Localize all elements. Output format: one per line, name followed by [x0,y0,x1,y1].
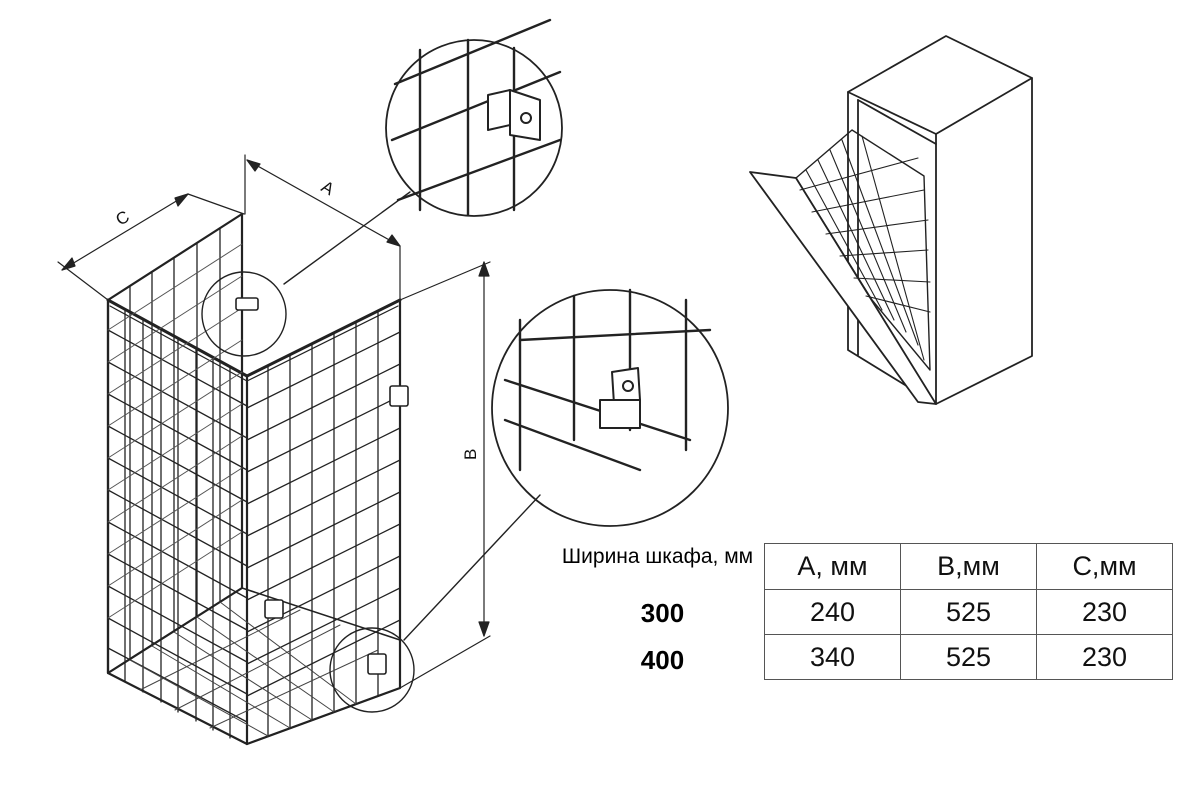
header-b: B,мм [900,543,1037,590]
dimensions-table: A, мм B,мм C,мм 240 525 230 340 525 230 [764,543,1173,680]
cell-a: 340 [764,634,901,680]
detail-circle-bottom [329,288,729,713]
row-width-400: 400 [640,645,685,675]
table-header-row: A, мм B,мм C,мм [764,543,1173,590]
cell-c: 230 [1036,634,1173,680]
dimension-lines [57,154,491,689]
row-width-300: 300 [640,598,685,628]
dimension-label-a: A [318,177,338,199]
cabinet-width-label: Ширина шкафа, мм [561,545,754,568]
table-row: 240 525 230 [764,589,1173,635]
cell-a: 240 [764,589,901,635]
cabinet-illustration [749,35,1033,405]
dimension-label-c: C [113,207,133,230]
cell-b: 525 [900,634,1037,680]
header-c: C,мм [1036,543,1173,590]
table-row: 340 525 230 [764,634,1173,680]
detail-circle-top [201,18,563,357]
dimension-label-b: B [461,449,480,460]
cell-b: 525 [900,589,1037,635]
header-a: A, мм [764,543,901,590]
dimensions-table-block: Ширина шкафа, мм 300 400 A, мм B,мм C,мм… [555,543,1175,683]
cell-c: 230 [1036,589,1173,635]
wire-basket [106,212,409,746]
